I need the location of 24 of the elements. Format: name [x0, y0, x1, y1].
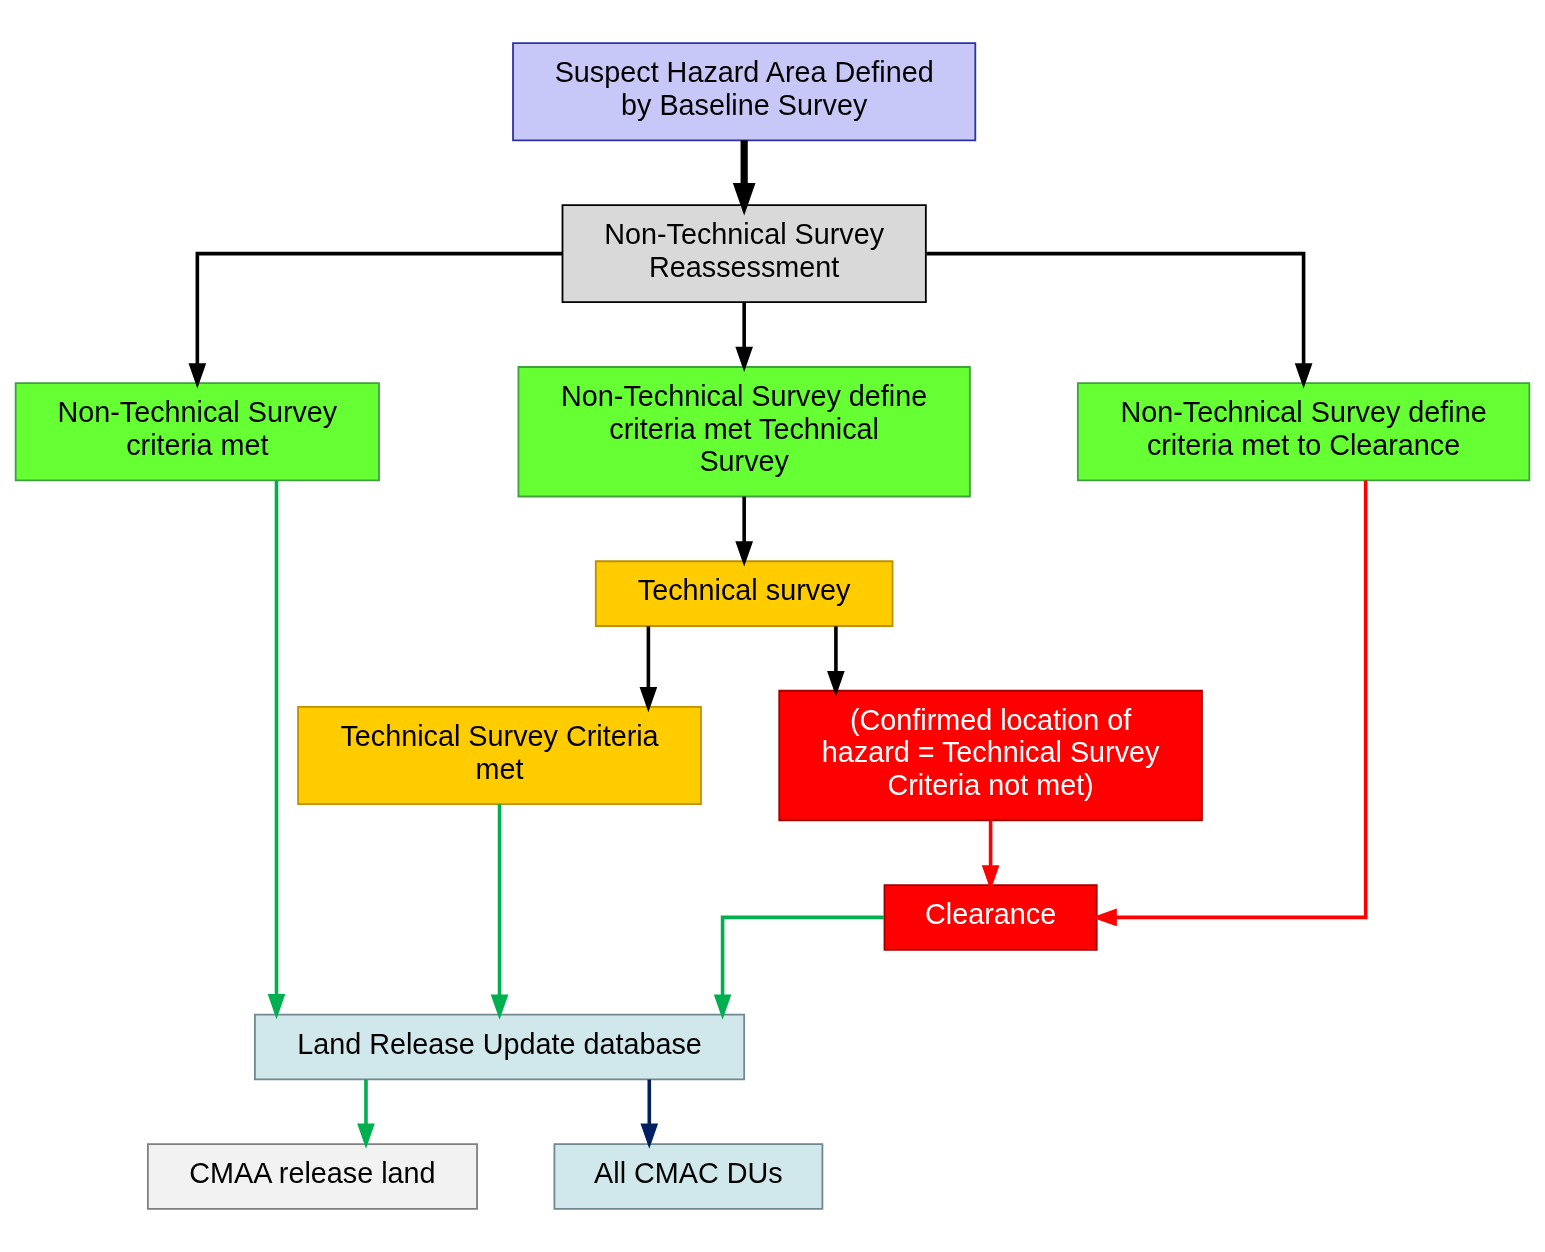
- node-box: Technical Survey Criteria met: [297, 706, 702, 805]
- arrow: [640, 1079, 659, 1149]
- arrow: [926, 251, 1313, 389]
- arrow: [735, 496, 753, 567]
- node-box: All CMAC DUs: [553, 1143, 824, 1210]
- node-box: (Confirmed location of hazard = Technical Survey Criteria not met): [778, 689, 1203, 822]
- node-box: Technical survey: [594, 560, 894, 627]
- node-box: Land Release Update database: [254, 1013, 746, 1081]
- arrow: [490, 804, 509, 1020]
- node-box: Suspect Hazard Area Defined by Baseline Survey: [512, 42, 977, 142]
- arrow: [735, 302, 753, 372]
- arrow: [639, 626, 658, 713]
- node-box: Clearance: [883, 884, 1098, 951]
- arrow: [188, 251, 563, 389]
- arrow: [732, 140, 756, 216]
- node-box: CMAA release land: [146, 1143, 478, 1210]
- node-box: Non-Technical Survey define criteria met Technical Survey: [517, 366, 971, 498]
- arrow: [713, 915, 884, 1020]
- node-box: Non-Technical Survey criteria met: [14, 382, 380, 482]
- arrow: [267, 480, 286, 1020]
- node-box: Non-Technical Survey Reassessment: [561, 204, 927, 304]
- arrow: [357, 1079, 375, 1149]
- arrow: [827, 626, 845, 697]
- node-box: Non-Technical Survey define criteria met to Clearance: [1076, 382, 1531, 482]
